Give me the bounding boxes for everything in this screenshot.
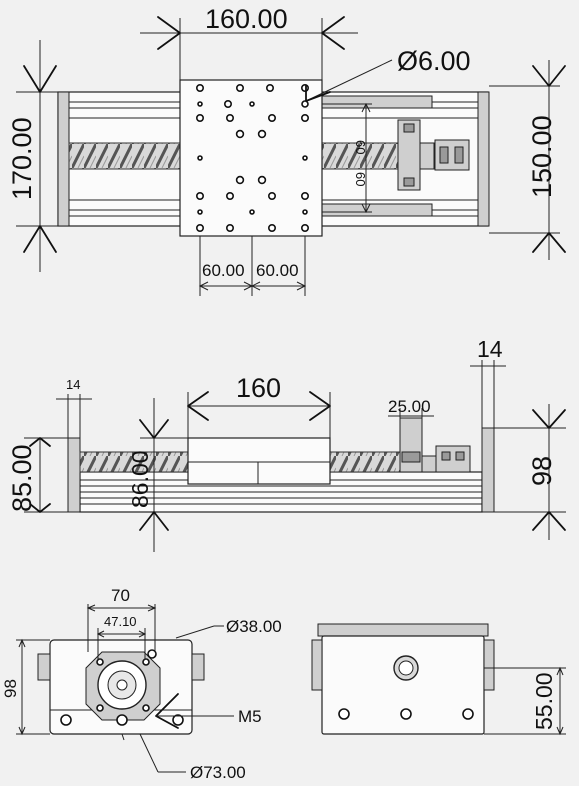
end-left-circle-label: Ø73.00 (190, 763, 246, 782)
side-bearing-block (399, 417, 423, 473)
side-carriage-label: 160 (236, 373, 281, 403)
top-end-plate-left (57, 91, 70, 227)
end-left-bore-label: Ø38.00 (226, 617, 282, 636)
side-end-plate-left (67, 437, 81, 513)
side-view: 14 14 160 25.00 85.00 86.00 (7, 336, 566, 552)
top-ball-screw-left (68, 142, 182, 170)
top-inner-label-lower: 60 (353, 172, 368, 186)
top-height-right-label: 150.00 (527, 115, 557, 198)
end-right-top-plate (317, 623, 489, 637)
end-right-height-label: 55.00 (531, 672, 557, 730)
top-end-plate-right (477, 91, 490, 227)
side-end-plate-left-label: 14 (66, 377, 80, 392)
end-left-thread-label: M5 (238, 707, 262, 726)
side-end-plate-right-label: 14 (477, 336, 503, 362)
side-ball-screw-right (329, 451, 401, 473)
top-view: 160.00 Ø6.00 170.00 150.00 60 60 (7, 4, 566, 296)
side-bearing-label: 25.00 (388, 397, 431, 416)
side-carriage (187, 437, 331, 485)
top-spacing-left-label: 60.00 (202, 261, 245, 280)
end-view-left: 70 47.10 Ø38.00 98 M5 Ø73.00 (1, 586, 282, 782)
side-end-plate-right (481, 427, 495, 513)
end-left-width-label: 70 (111, 586, 130, 605)
side-coupling (435, 445, 471, 473)
top-hole-label: Ø6.00 (397, 46, 471, 76)
top-width-label: 160.00 (205, 4, 288, 34)
top-carriage-holes (196, 84, 309, 233)
end-view-right: 55.00 (311, 623, 566, 736)
top-spacing-right-label: 60.00 (256, 261, 299, 280)
end-left-height-label: 98 (1, 679, 20, 698)
top-height-left-label: 170.00 (7, 117, 37, 200)
end-left-inner-width-label: 47.10 (104, 614, 137, 629)
side-height-right-label: 98 (527, 456, 557, 486)
side-height-left-label: 85.00 (7, 444, 37, 512)
side-height-middle-label: 86.00 (127, 450, 153, 508)
top-inner-label-upper: 60 (353, 140, 368, 154)
